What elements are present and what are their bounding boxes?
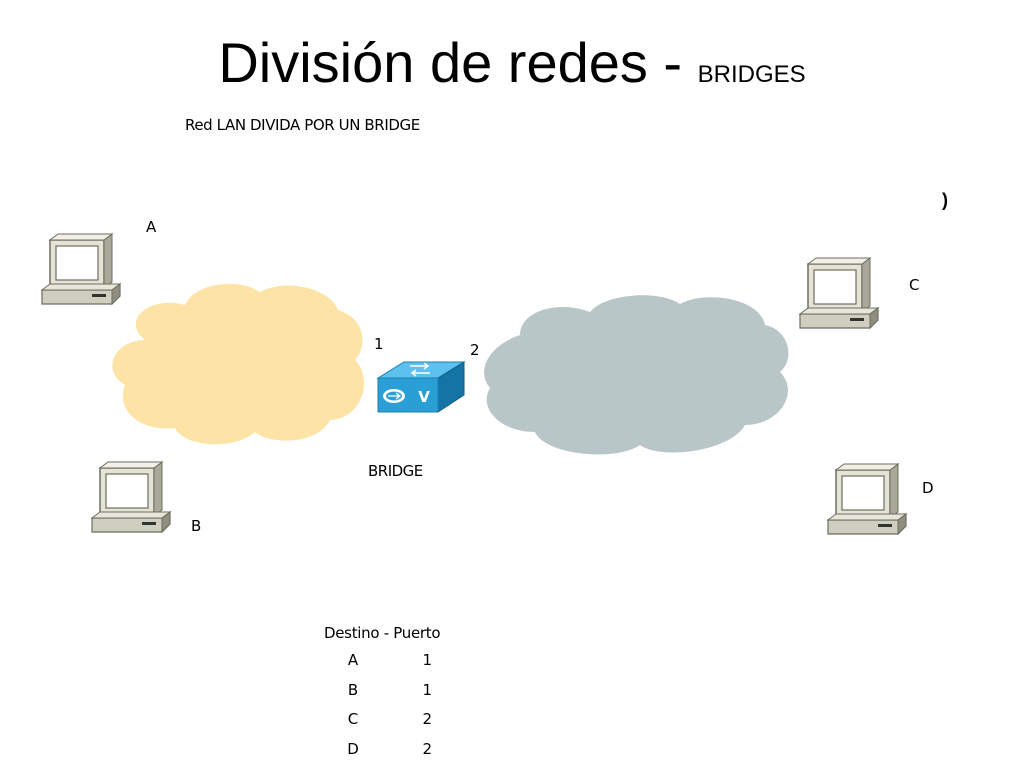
bridge-label: BRIDGE (368, 462, 423, 480)
host-label-b: B (191, 517, 202, 535)
host-label-d: D (922, 479, 934, 497)
title-small: BRIDGES (697, 61, 806, 88)
table-cell-puerto: 1 (422, 651, 432, 669)
slide-title: División de redes - BRIDGES (0, 28, 1024, 110)
table-cell-destino: A (347, 651, 359, 669)
pc-icon-d (827, 463, 907, 535)
table-cell-puerto: 1 (422, 680, 432, 699)
pc-icon-a (41, 233, 121, 305)
edge-mark: ) (942, 190, 948, 210)
pc-icon-c (799, 257, 879, 329)
table-row: C 2 (322, 705, 482, 735)
diagram-subtitle: Red LAN DIVIDA POR UN BRIDGE (185, 116, 420, 134)
table-cell-puerto: 2 (422, 710, 432, 728)
port-label-1: 1 (374, 335, 384, 353)
lan-cloud-left (112, 283, 365, 445)
forwarding-table: Destino - Puerto A 1 B 1 C 2 D 2 (322, 620, 482, 764)
title-main: División de redes - (218, 31, 698, 94)
forwarding-table-header: Destino - Puerto (324, 624, 441, 642)
table-cell-puerto: 2 (422, 739, 432, 758)
host-label-c: C (909, 276, 920, 294)
table-row: A 1 (322, 646, 482, 676)
table-cell-destino: B (347, 680, 359, 699)
bridge-icon-letter: V (418, 388, 430, 406)
table-row: B 1 (322, 676, 482, 706)
table-cell-destino: C (347, 710, 359, 728)
host-label-a: A (146, 218, 157, 236)
table-cell-destino: D (347, 739, 359, 758)
table-row: D 2 (322, 735, 482, 765)
lan-cloud-right (484, 295, 789, 455)
pc-icon-b (91, 461, 171, 533)
bridge-device-icon: V (376, 361, 466, 413)
port-label-2: 2 (470, 341, 480, 359)
